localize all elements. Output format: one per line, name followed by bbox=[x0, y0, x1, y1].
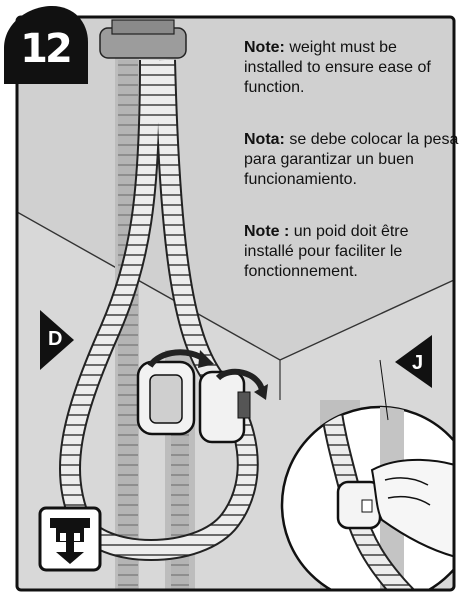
marker-left-shape bbox=[40, 310, 74, 370]
magnifier-callout bbox=[280, 359, 454, 590]
step-number: 12 bbox=[20, 26, 73, 72]
note-french: Note : un poid doit être installé pour f… bbox=[244, 222, 460, 282]
rotate-arrow-icon bbox=[147, 349, 268, 400]
note-label: Nota: bbox=[244, 131, 285, 148]
note-text: weight must be installed to ensure ease … bbox=[244, 39, 431, 96]
step-badge bbox=[4, 6, 88, 84]
note-label: Note : bbox=[244, 223, 290, 240]
marker-letter-d: D bbox=[48, 328, 63, 350]
frame-border bbox=[15, 15, 456, 592]
hose-weight bbox=[136, 360, 251, 444]
note-spanish: Nota: se debe colocar la pesa para garan… bbox=[244, 130, 460, 190]
weight-install-icon bbox=[38, 506, 102, 572]
marker-right-shape bbox=[395, 335, 432, 388]
note-text: se debe colocar la pesa para garantizar … bbox=[244, 131, 459, 188]
note-english: Note: weight must be installed to ensure… bbox=[244, 38, 460, 98]
spray-hose bbox=[61, 59, 257, 559]
note-label: Note: bbox=[244, 39, 285, 56]
marker-letter-j: J bbox=[412, 352, 424, 374]
note-text: un poid doit être installé pour facilite… bbox=[244, 223, 409, 280]
